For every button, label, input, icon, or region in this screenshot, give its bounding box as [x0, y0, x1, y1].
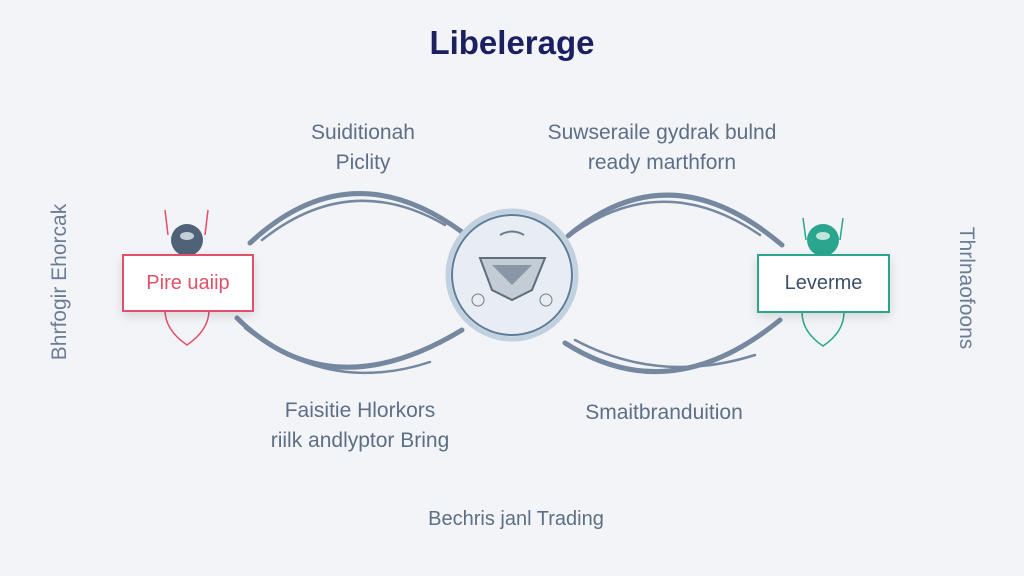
label-top-left: Suiditionah Piclity — [263, 118, 463, 178]
label-line: Suwseraile gydrak bulnd — [547, 121, 777, 144]
arc-bottom-left-inner — [243, 326, 432, 375]
label-line: Piclity — [335, 151, 391, 174]
left-vertical-label: Bhrfogir Ehorcak — [48, 203, 71, 361]
label-line: Suiditionah — [311, 121, 415, 144]
arc-top-right — [565, 192, 785, 248]
arc-top-left — [247, 191, 465, 246]
left-bug-icon — [164, 209, 210, 346]
footer-label: Bechris janl Trading — [428, 508, 604, 530]
right-vertical-label: Thrlnaofoons — [955, 226, 978, 350]
arc-bottom-right — [562, 317, 783, 375]
right-node-box: Leverme — [757, 254, 890, 313]
label-line: riilk andlyptor Bring — [270, 429, 450, 452]
arc-top-right-inner — [573, 200, 762, 237]
left-node-box: Pire uaiip — [122, 254, 254, 312]
label-top-right: Suwseraile gydrak bulnd ready marthforn — [512, 118, 812, 178]
label-bottom-right: Smaitbranduition — [585, 401, 743, 424]
label-bottom-left: Faisitie Hlorkors riilk andlyptor Bring — [240, 396, 480, 456]
right-bug-icon — [801, 217, 845, 347]
arc-bottom-right-inner — [573, 338, 757, 369]
arc-top-left-inner — [260, 199, 447, 242]
label-line: Faisitie Hlorkors — [284, 399, 436, 422]
center-emblem-icon — [445, 208, 579, 342]
arc-bottom-left — [234, 315, 465, 370]
label-line: ready marthforn — [587, 151, 737, 174]
page-title: Libelerage — [429, 24, 595, 61]
